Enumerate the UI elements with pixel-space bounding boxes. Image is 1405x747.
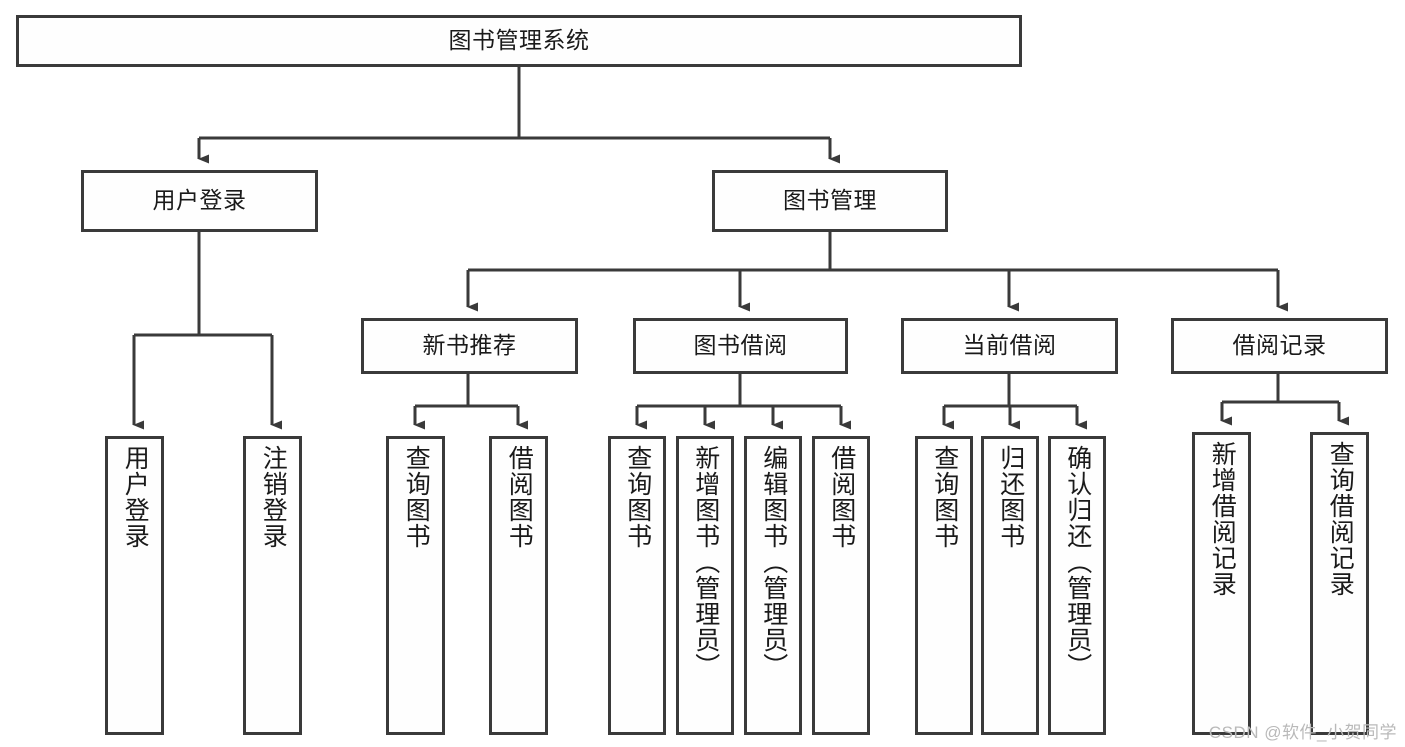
node-leaf-query-book-c-label: 查询图书 <box>930 445 959 549</box>
node-leaf-borrow-book-a[interactable]: 借阅图书 <box>489 436 548 735</box>
node-leaf-logout[interactable]: 注销登录 <box>243 436 302 735</box>
node-leaf-return-book-label: 归还图书 <box>996 445 1025 549</box>
node-leaf-borrow-book-b-label: 借阅图书 <box>827 445 856 549</box>
node-leaf-confirm-return-label: 确认归还（管理员） <box>1063 445 1092 679</box>
node-book-borrow[interactable]: 图书借阅 <box>633 318 848 374</box>
node-leaf-query-book-a-label: 查询图书 <box>402 445 431 549</box>
node-leaf-user-login-label: 用户登录 <box>121 445 150 549</box>
node-leaf-query-book-c[interactable]: 查询图书 <box>915 436 973 735</box>
node-current-borrow-label: 当前借阅 <box>962 332 1057 359</box>
node-leaf-add-book-label: 新增图书（管理员） <box>691 445 720 679</box>
node-leaf-logout-label: 注销登录 <box>259 445 288 549</box>
node-leaf-query-book-b-label: 查询图书 <box>623 445 652 549</box>
node-leaf-add-book[interactable]: 新增图书（管理员） <box>676 436 734 735</box>
node-book-borrow-label: 图书借阅 <box>693 332 788 359</box>
node-leaf-add-record[interactable]: 新增借阅记录 <box>1192 432 1251 735</box>
node-root[interactable]: 图书管理系统 <box>16 15 1022 67</box>
node-borrow-record[interactable]: 借阅记录 <box>1171 318 1388 374</box>
csdn-watermark: CSDN @软件_小贺同学 <box>1208 723 1397 742</box>
node-current-borrow[interactable]: 当前借阅 <box>901 318 1118 374</box>
node-leaf-borrow-book-a-label: 借阅图书 <box>505 445 534 549</box>
node-new-book-rec[interactable]: 新书推荐 <box>361 318 578 374</box>
node-user-login[interactable]: 用户登录 <box>81 170 318 232</box>
node-book-manage[interactable]: 图书管理 <box>712 170 948 232</box>
node-leaf-edit-book[interactable]: 编辑图书（管理员） <box>744 436 802 735</box>
node-leaf-return-book[interactable]: 归还图书 <box>981 436 1039 735</box>
node-leaf-query-book-b[interactable]: 查询图书 <box>608 436 666 735</box>
node-user-login-label: 用户登录 <box>152 187 247 214</box>
node-root-label: 图书管理系统 <box>448 27 590 54</box>
node-leaf-confirm-return[interactable]: 确认归还（管理员） <box>1048 436 1106 735</box>
node-book-manage-label: 图书管理 <box>783 187 877 214</box>
node-borrow-record-label: 借阅记录 <box>1232 332 1327 359</box>
node-leaf-query-book-a[interactable]: 查询图书 <box>386 436 445 735</box>
node-new-book-rec-label: 新书推荐 <box>422 332 517 359</box>
node-leaf-edit-book-label: 编辑图书（管理员） <box>759 445 788 679</box>
node-leaf-query-record-label: 查询借阅记录 <box>1326 441 1355 597</box>
node-leaf-borrow-book-b[interactable]: 借阅图书 <box>812 436 870 735</box>
node-leaf-query-record[interactable]: 查询借阅记录 <box>1310 432 1369 735</box>
node-leaf-add-record-label: 新增借阅记录 <box>1208 441 1237 597</box>
node-leaf-user-login[interactable]: 用户登录 <box>105 436 164 735</box>
